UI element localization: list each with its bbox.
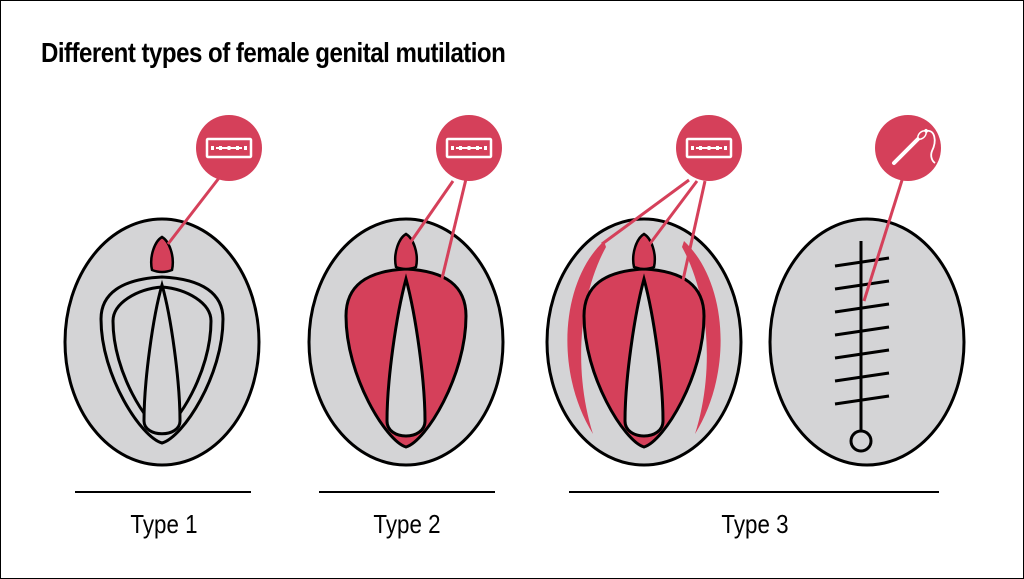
clitoris-removed-highlight	[150, 235, 174, 274]
pointer-line	[862, 176, 905, 302]
vaginal-opening-outline	[385, 273, 427, 438]
pointer-line	[166, 177, 221, 245]
type-1-label: Type 1	[130, 509, 198, 539]
vaginal-opening-outline	[142, 279, 182, 436]
pointer-line	[601, 178, 690, 246]
type-2-label: Type 2	[373, 509, 441, 539]
needle-thread-icon	[892, 129, 936, 165]
labia-majora-outline	[99, 275, 225, 445]
suture-stitches	[834, 256, 890, 406]
panel-type-2	[307, 115, 505, 467]
vaginal-opening-outline	[623, 273, 665, 438]
labia-majora-right-removed-highlight	[682, 241, 721, 434]
diagram-title: Different types of female genital mutila…	[41, 37, 506, 68]
panel-type-1	[63, 115, 262, 467]
panel-type-3-sewn	[768, 115, 966, 467]
labia-majora-left-removed-highlight	[567, 241, 606, 434]
remaining-opening	[849, 429, 873, 453]
pointer-line	[408, 180, 455, 244]
pointer-line	[647, 180, 699, 246]
panel-type-3-cut	[545, 115, 743, 467]
type-3-label: Type 3	[721, 509, 789, 539]
pointer-line	[679, 180, 707, 290]
oval-type-3-sewn	[768, 217, 966, 467]
pointer-line	[437, 178, 468, 292]
